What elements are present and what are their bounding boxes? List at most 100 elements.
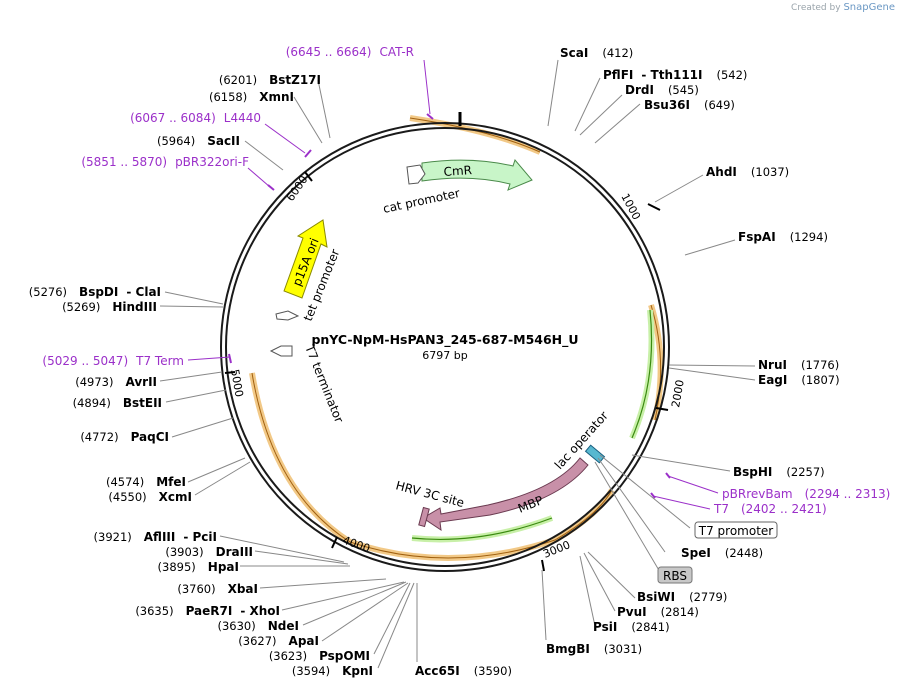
bstz17i-leader xyxy=(317,79,331,139)
site-hpai-name: HpaI xyxy=(208,560,239,574)
site-paer7i: (3635)PaeR7I- XhoI xyxy=(135,604,280,618)
site-bsiwi-name: BsiWI xyxy=(637,590,675,604)
primer-t7-term-name: T7 Term xyxy=(135,354,184,368)
site-eagi-pos: (1807) xyxy=(801,373,839,387)
site-draiii-pos: (3903) xyxy=(165,545,203,559)
primer-t7-term-range: (5029 .. 5047) xyxy=(42,354,128,368)
orf-arc-bottom-line xyxy=(251,372,613,559)
tick-marks xyxy=(224,171,669,572)
site-apai-name: ApaI xyxy=(289,634,319,648)
cat-r-leader xyxy=(423,59,431,115)
site-paer7i-name2: - XhoI xyxy=(240,604,280,618)
orf-arc-right-green-line xyxy=(631,309,653,439)
site-fspai-pos: (1294) xyxy=(790,230,828,244)
l4440-leader xyxy=(264,123,306,154)
pbrrevbam-marker xyxy=(665,472,671,479)
pflfi-leader xyxy=(574,77,601,132)
site-ndei-name: NdeI xyxy=(268,619,299,633)
site-xcmi: (4550) XcmI xyxy=(108,490,192,504)
draiii-leader xyxy=(254,550,349,565)
site-bspdi-name2: - ClaI xyxy=(126,285,161,299)
boxed-labels: T7 promoter RBS xyxy=(657,521,778,584)
site-afliii-pos: (3921) xyxy=(94,530,132,544)
site-acc65i-name: Acc65I xyxy=(415,664,460,678)
site-pvui-name: PvuI xyxy=(617,605,647,619)
site-sacii-name: SacII xyxy=(207,134,240,148)
site-mfei: (4574)MfeI xyxy=(106,475,186,489)
site-xcmi-pos: (4550) xyxy=(108,490,146,504)
site-kpni: (3594)KpnI xyxy=(292,664,373,678)
site-ahdi-name: AhdI xyxy=(706,165,737,179)
site-bsteii: (4894) BstEII xyxy=(73,396,162,410)
tet-promoter-arrow xyxy=(275,310,300,321)
site-draiii-name: DraIII xyxy=(216,545,253,559)
site-drdi: DrdI(545) xyxy=(625,83,699,97)
site-scai: ScaI(412) xyxy=(560,46,633,60)
p15a-ori-arrow xyxy=(283,219,328,299)
site-kpni-pos: (3594) xyxy=(292,664,330,678)
site-psii-name: PsiI xyxy=(593,620,617,634)
site-paqci-pos: (4772) xyxy=(80,430,118,444)
site-bstz17i-name: BstZ17I xyxy=(269,73,321,87)
primer-pbr322ori-f-range: (5851 .. 5870) xyxy=(81,155,167,169)
site-ahdi-pos: (1037) xyxy=(751,165,789,179)
site-paqci-name: PaqCI xyxy=(131,430,169,444)
site-pflfi-name: PflFI xyxy=(603,68,633,82)
site-bsteii-pos: (4894) xyxy=(73,396,111,410)
cmr-arrow xyxy=(421,159,533,191)
xbai-leader xyxy=(259,578,387,589)
site-ndei: (3630) NdeI xyxy=(218,619,300,633)
paer7i-leader xyxy=(281,581,405,611)
site-pflfi: PflFI- Tth111I(542) xyxy=(603,68,747,82)
primer-pbr322ori-f-name: pBR322ori-F xyxy=(175,155,249,169)
primer-l4440-range: (6067 .. 6084) xyxy=(130,111,216,125)
sacii-leader xyxy=(244,140,284,171)
apai-leader xyxy=(321,582,409,642)
site-ahdi: AhdI (1037) xyxy=(706,165,789,179)
kpni-leader xyxy=(377,582,415,669)
tick-1000-mark xyxy=(647,203,661,211)
avrii-leader xyxy=(159,371,223,382)
site-xmni-name: XmnI xyxy=(259,90,294,104)
orf-arc-top-line xyxy=(409,117,541,153)
site-draiii: (3903) DraIII xyxy=(165,545,253,559)
site-bmgbi-name: BmgBI xyxy=(546,642,590,656)
plasmid-name: pnYC-NpM-HsPAN3_245-687-M546H_U xyxy=(311,332,578,348)
site-hindiii: (5269)HindIII xyxy=(62,300,157,314)
site-spei-pos: (2448) xyxy=(725,546,763,560)
site-fspai-name: FspAI xyxy=(738,230,776,244)
orf-arc-right-green xyxy=(629,309,655,440)
t7-promoter-leader xyxy=(599,454,691,529)
site-labels-left: (3594)KpnI (3623)PspOMI (3627)ApaI (3630… xyxy=(29,73,373,678)
site-bsu36i-name: Bsu36I xyxy=(644,98,690,112)
plasmid-length: 6797 bp xyxy=(422,349,467,362)
site-bsiwi-pos: (2779) xyxy=(689,590,727,604)
tick-6000-mark xyxy=(304,171,313,182)
site-fspai: FspAI (1294) xyxy=(738,230,828,244)
mfei-leader xyxy=(187,457,246,483)
site-xcmi-name: XcmI xyxy=(159,490,192,504)
primer-l4440: (6067 .. 6084) L4440 xyxy=(130,111,261,125)
pbr322ori-f-leader xyxy=(247,167,271,188)
eagi-leader xyxy=(668,367,756,381)
ahdi-leader xyxy=(654,174,704,203)
site-labels-right: ScaI(412) PflFI- Tth111I(542) DrdI(545) … xyxy=(415,46,840,678)
site-bsiwi: BsiWI (2779) xyxy=(637,590,727,604)
orf-arc-mbp-green-line xyxy=(411,517,553,540)
site-bsphi: BspHI(2257) xyxy=(733,465,825,479)
primer-pbrrevbam-name: pBRrevBam xyxy=(722,487,793,501)
t7-term-marker xyxy=(228,353,232,364)
site-ndei-pos: (3630) xyxy=(218,619,256,633)
site-afliii-name2: - PciI xyxy=(183,530,217,544)
site-bspdi: (5276)BspDI- ClaI xyxy=(29,285,161,299)
site-bsteii-name: BstEII xyxy=(123,396,162,410)
xcmi-leader xyxy=(194,461,251,496)
site-hindiii-name: HindIII xyxy=(112,300,157,314)
tick-3000-mark xyxy=(541,559,545,572)
site-eagi-name: EagI xyxy=(758,373,787,387)
scai-leader xyxy=(547,59,559,127)
bsphi-leader xyxy=(631,454,731,472)
bsiwi-leader xyxy=(587,551,636,599)
primer-l4440-name: L4440 xyxy=(224,111,261,125)
